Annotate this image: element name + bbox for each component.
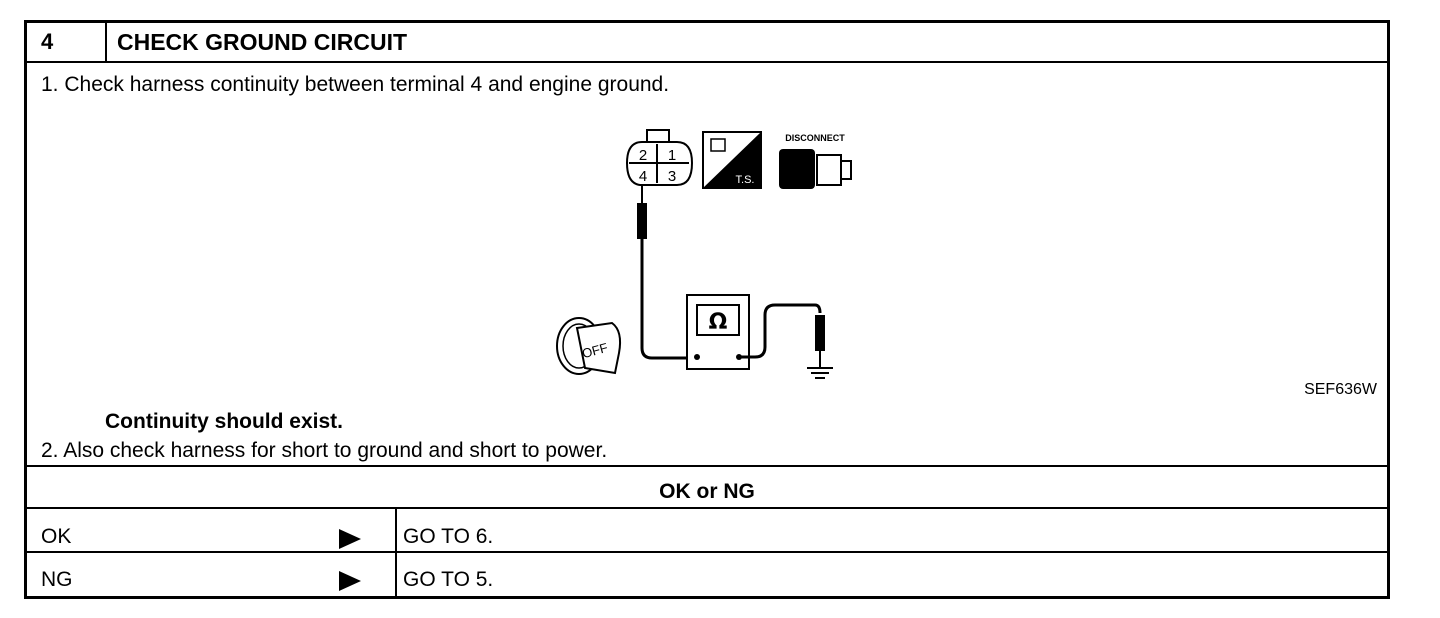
ts-diagnosis-icon: T.S.	[702, 131, 762, 189]
instruction-1: 1. Check harness continuity between term…	[41, 73, 670, 96]
step-header: 4 CHECK GROUND CIRCUIT	[27, 23, 1387, 63]
disconnect-label: DISCONNECT	[785, 133, 845, 143]
arrow-right-icon	[339, 571, 361, 591]
ohm-symbol: Ω	[709, 310, 728, 335]
connector-pin-3: 3	[668, 168, 676, 185]
continuity-spec: Continuity should exist.	[105, 410, 344, 433]
divider	[27, 551, 1387, 553]
arrow-right-icon	[339, 529, 361, 549]
ignition-off-label: OFF	[580, 340, 609, 361]
instruction-2: 2. Also check harness for short to groun…	[41, 439, 608, 462]
status-ok: OK	[41, 525, 72, 548]
ignition-key-icon: OFF	[556, 317, 622, 375]
inspection-step-table: 4 CHECK GROUND CIRCUIT 1. Check harness …	[24, 20, 1390, 599]
result-heading: OK or NG	[659, 480, 755, 503]
disconnect-icon: DISCONNECT	[779, 133, 852, 189]
divider	[27, 465, 1387, 467]
action-ng: GO TO 5.	[403, 568, 494, 591]
ground-symbol-icon	[807, 367, 833, 379]
connector-pin-2: 2	[639, 147, 647, 164]
ts-label: T.S.	[736, 174, 755, 186]
connector-pin-1: 1	[668, 147, 676, 164]
status-ng: NG	[41, 568, 73, 591]
step-number: 4	[27, 23, 107, 61]
ohmmeter-icon: Ω	[686, 294, 750, 370]
divider	[27, 507, 1387, 509]
harness-connector-icon: 2 1 4 3	[625, 129, 694, 186]
connector-pin-4: 4	[639, 168, 647, 185]
action-ok: GO TO 6.	[403, 525, 494, 548]
continuity-check-diagram: 2 1 4 3 T.S. DISCONNECT Ω	[556, 129, 1378, 398]
step-title: CHECK GROUND CIRCUIT	[117, 29, 408, 55]
figure-id: SEF636W	[1304, 381, 1378, 398]
